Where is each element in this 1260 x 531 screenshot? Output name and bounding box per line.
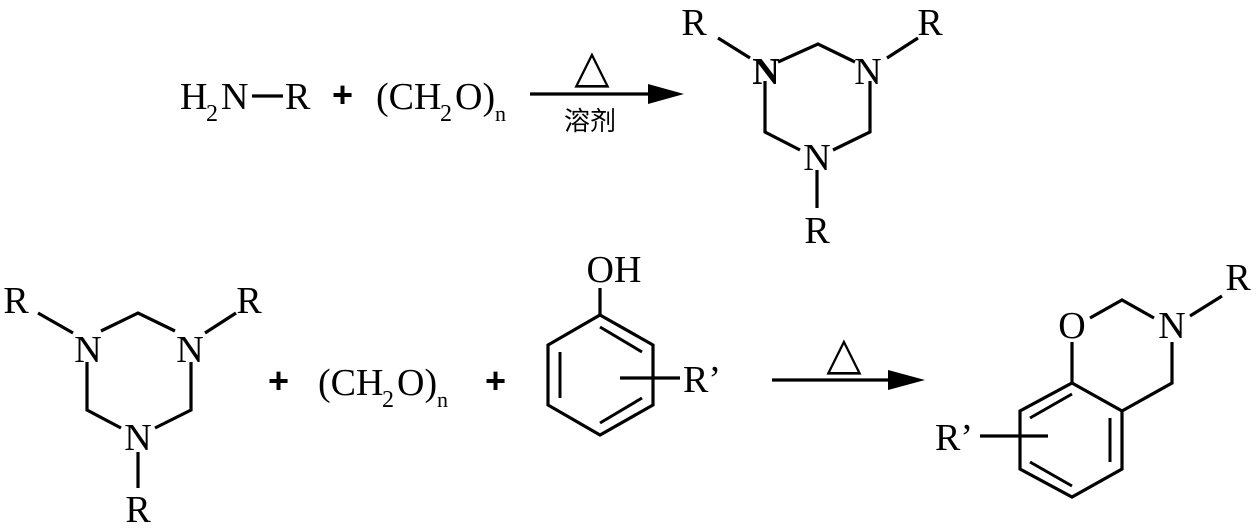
triazine-2-r-right: R [236,280,262,322]
plus-sign-3: + [485,360,506,401]
phenol-double-bond-top-right [599,325,643,354]
solvent-label: 溶剂 [564,106,616,136]
formaldehyde-2-open: (CH [318,362,383,404]
triazine-product-1: N N N R R R [681,2,943,252]
plus-sign-1: + [332,74,353,115]
benzoxazine-substituent-label: R’ [935,417,973,459]
triazine-reactant-2: N N N R R R [3,280,262,531]
phenol-double-bond-bottom-right [599,396,643,425]
triazine-1-r-bottom: R [804,210,830,252]
reaction-arrow-2: △ [772,327,925,390]
benzoxazine-n-atom: N [1158,305,1185,347]
formaldehyde-2-close: O) [397,362,437,404]
triazine-2-r-left: R [3,280,29,322]
benzoxazine-benzene-ring [1018,381,1124,499]
benzoxazine-oxazine-ring [1070,298,1174,413]
amine-subscript-2: 2 [206,101,218,127]
triazine-2-n-left: N [74,329,101,371]
formaldehyde-2-subscript-2: 2 [382,387,394,413]
triazine-1-n-bottom: N [803,137,830,179]
formaldehyde-close: O) [455,76,495,118]
triazine-1-r-bond-right [886,36,919,60]
reaction-2: N N N R R R + (CH 2 O) n + OH R’ [3,249,1251,531]
benzoxazine-product: O N R R’ [935,257,1251,499]
triazine-1-ring-bonds [763,42,872,152]
heat-symbol-2: △ [826,327,862,379]
heat-symbol-1: △ [574,40,610,92]
triazine-2-ring-bonds [85,311,193,430]
formaldehyde-open: (CH [376,76,441,118]
reaction-1: H 2 N R + (CH 2 O) n △ 溶剂 N N [180,2,943,252]
formaldehyde-2-subscript-n: n [437,387,448,412]
phenol-substituent-label: R’ [683,359,721,401]
triazine-1-n-right: N [854,51,881,93]
paraformaldehyde-2: (CH 2 O) n [318,362,448,413]
triazine-2-r-bond-right [204,311,237,335]
arrow-1-head [648,84,684,104]
phenol-oh-label: OH [587,249,642,291]
amine-h: H [180,76,207,118]
benzoxazine-double-bond-top-left [1029,392,1073,420]
arrow-2-head [888,370,925,390]
benzoxazine-n-r-bond [1189,294,1223,318]
benzoxazine-r-group: R [1225,257,1251,299]
amine-n: N [221,76,248,118]
triazine-1-r-bond-left [717,36,751,60]
triazine-2-n-right: N [176,329,203,371]
benzoxazine-double-bond-bottom-left [1029,460,1073,488]
primary-amine: H 2 N R [180,76,311,127]
phenol-ring [546,313,655,437]
plus-sign-2: + [268,360,289,401]
benzoxazine-o-atom: O [1058,305,1085,347]
triazine-1-r-right: R [917,2,943,44]
substituted-phenol: OH R’ [546,249,721,437]
triazine-1-r-left: R [681,2,707,44]
formaldehyde-subscript-n: n [495,101,506,126]
reaction-arrow-1: △ 溶剂 [530,40,684,136]
paraformaldehyde-1: (CH 2 O) n [376,76,506,127]
amine-r: R [285,76,311,118]
triazine-1-n-left: N [752,51,779,93]
formaldehyde-subscript-2: 2 [440,101,452,127]
triazine-2-r-bottom: R [125,489,151,531]
triazine-2-n-bottom: N [124,417,151,459]
triazine-2-r-bond-left [37,311,74,335]
